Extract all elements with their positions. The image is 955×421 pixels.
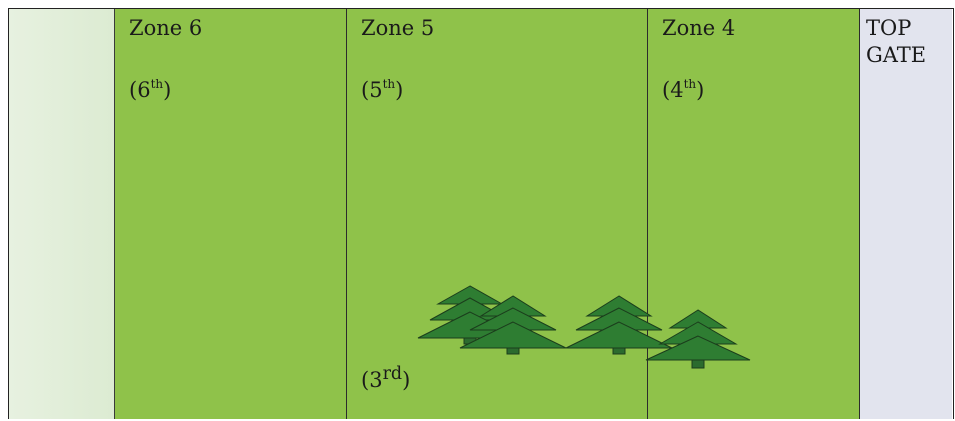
zone-6-title: Zone 6: [129, 15, 202, 41]
top-gate-zone: TOP GATE: [860, 9, 952, 419]
top-gate-label: TOP GATE: [866, 15, 948, 69]
zone-5-title: Zone 5: [361, 15, 434, 41]
zone-4-rank: (4th): [662, 77, 704, 103]
zone-5-rank-bottom: (3rd): [361, 361, 410, 393]
zone-6-rank: (6th): [129, 77, 171, 103]
zone-map: Zone 6 (6th) Zone 5 (5th) (3rd) Zone 4 (…: [8, 8, 954, 419]
zone-6: Zone 6 (6th): [115, 9, 347, 419]
zone-5: Zone 5 (5th) (3rd): [347, 9, 648, 419]
zone-5-rank: (5th): [361, 77, 403, 103]
zone-4: Zone 4 (4th): [648, 9, 860, 419]
blank-zone: [9, 9, 115, 419]
zone-4-title: Zone 4: [662, 15, 735, 41]
